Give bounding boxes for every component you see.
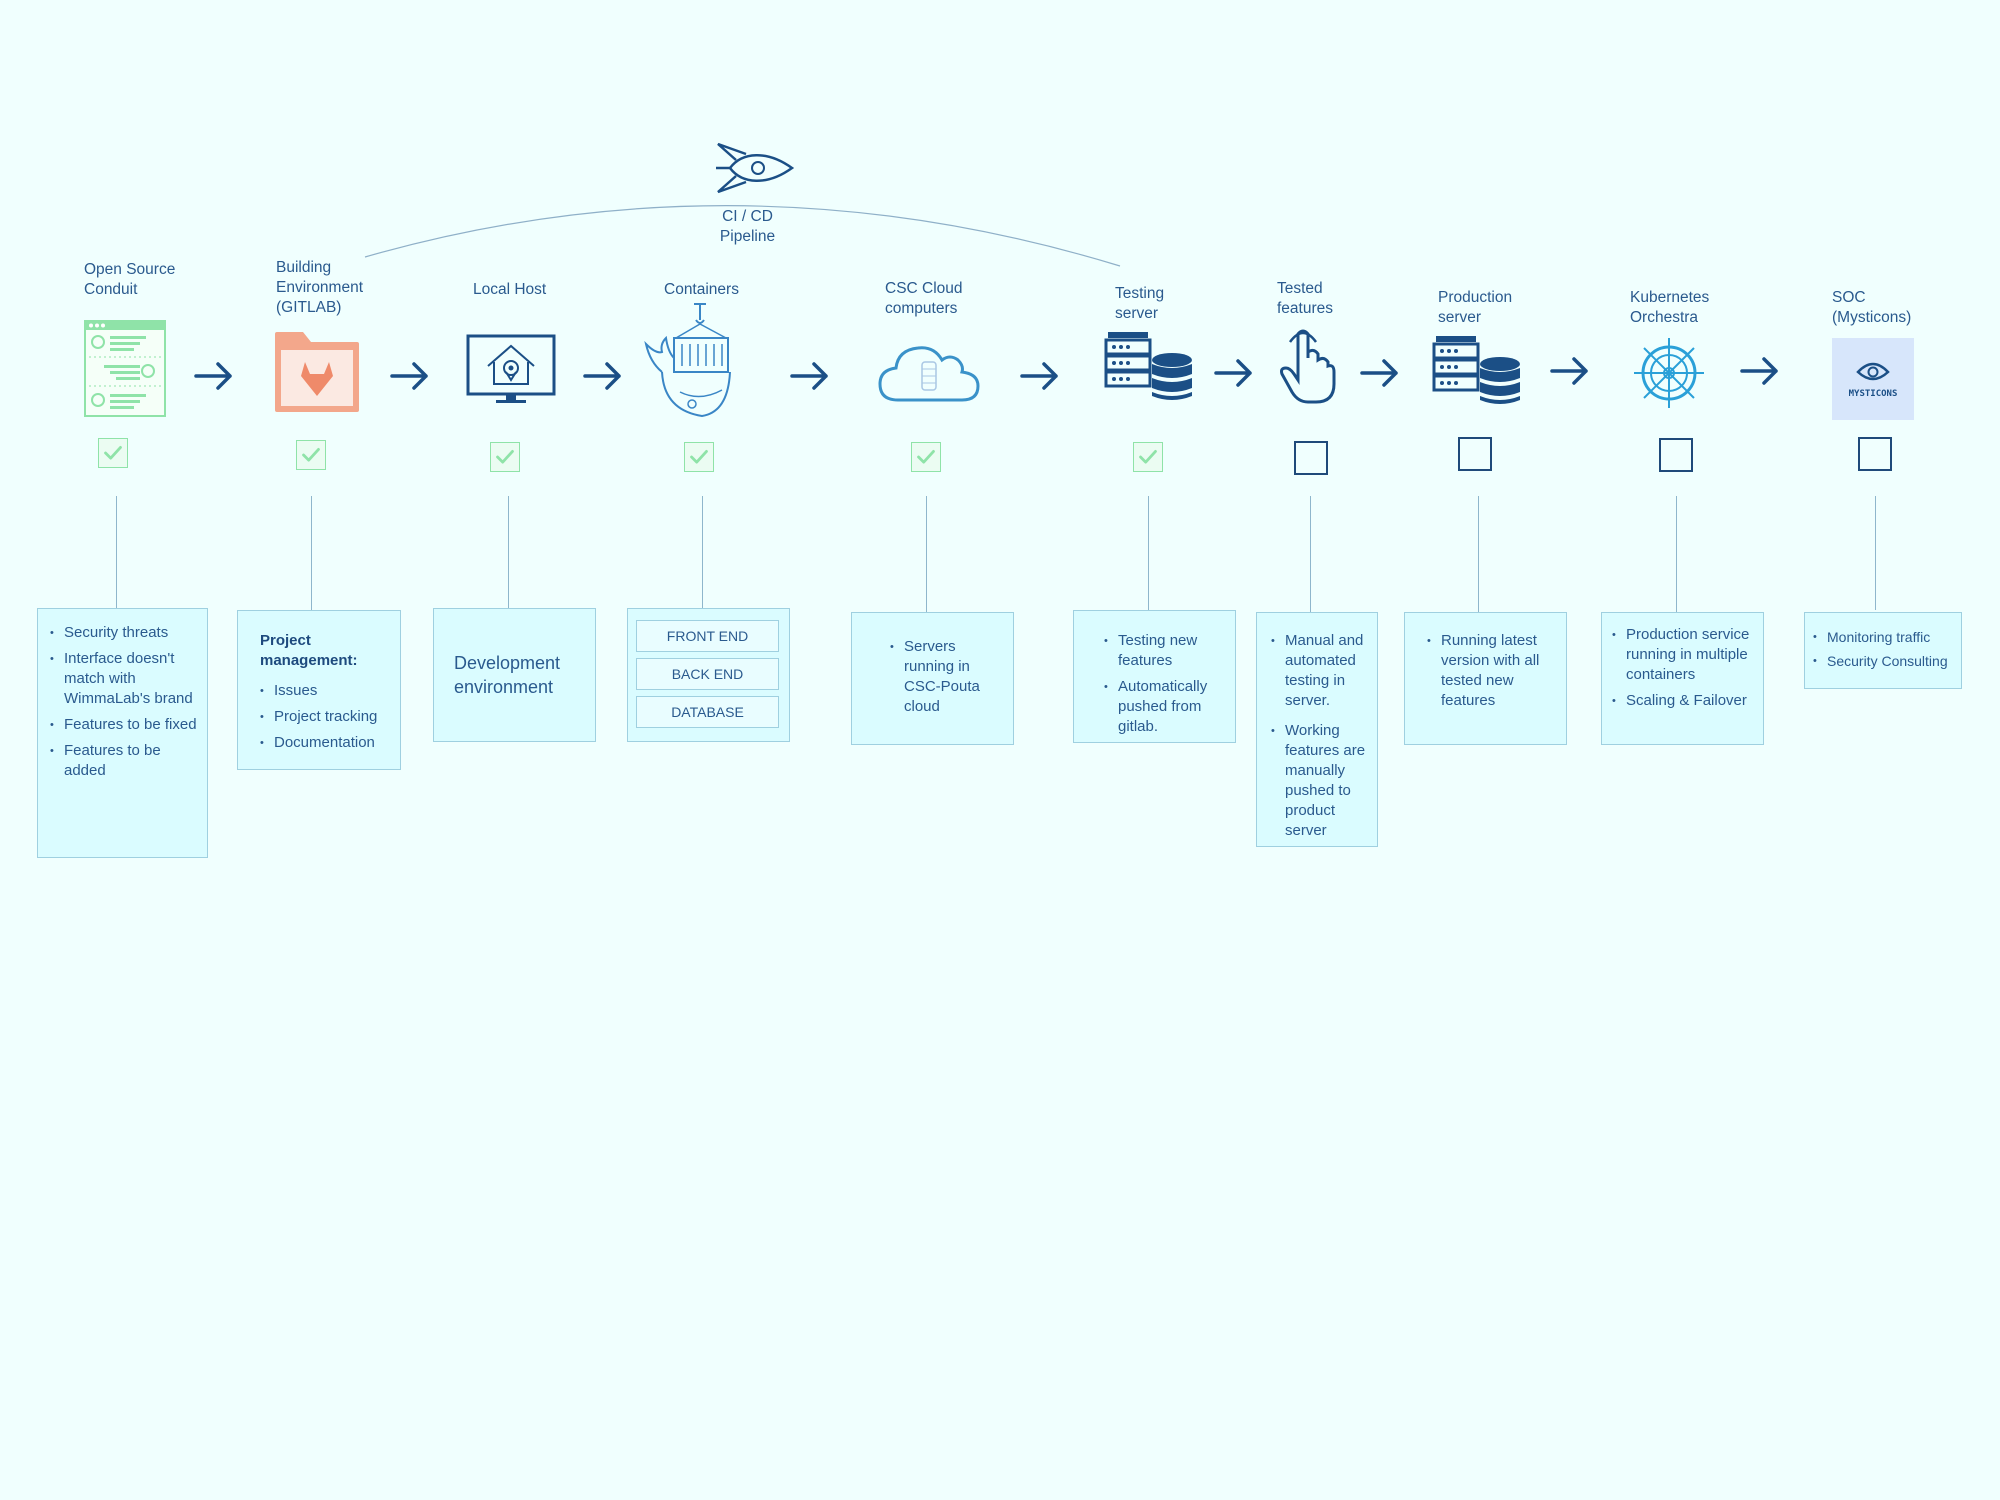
checkmark-icon: [690, 450, 708, 464]
details-heading: Project management:: [260, 632, 358, 669]
checkmark-icon: [104, 446, 122, 460]
production-server-icon: [1432, 336, 1520, 404]
list-item: Issues: [260, 681, 390, 701]
stage-title-production-server: Production server: [1438, 289, 1513, 326]
checkmark-icon: [496, 450, 514, 464]
mysticons-logo: MYSTICONS: [1832, 338, 1914, 420]
connector-line: [702, 496, 703, 608]
details-production-server: Running latest version with all tested n…: [1404, 612, 1567, 745]
connector-line: [1676, 496, 1677, 612]
list-item: Manual and automated testing in server.: [1271, 631, 1371, 711]
server-database-icon: [1104, 332, 1192, 400]
connector-line: [926, 496, 927, 612]
checkbox-kubernetes[interactable]: [1659, 438, 1693, 472]
connector-line: [1478, 496, 1479, 612]
list-item: Documentation: [260, 733, 390, 753]
checkmark-icon: [917, 450, 935, 464]
stage-title-building-environment: Building Environment (GITLAB): [276, 259, 364, 316]
connector-line: [116, 496, 117, 608]
details-tested-features: Manual and automated testing in server. …: [1256, 612, 1378, 847]
list-item: Interface doesn't match with WimmaLab's …: [50, 649, 197, 709]
gitlab-folder-icon: [275, 332, 359, 412]
kubernetes-helm-icon: [1634, 338, 1704, 408]
list-item: Automatically pushed from gitlab.: [1104, 677, 1225, 737]
list-item: Project tracking: [260, 707, 390, 727]
rocket-icon: [716, 142, 794, 194]
details-soc: Monitoring traffic Security Consulting: [1804, 612, 1962, 689]
stage-title-csc-cloud: CSC Cloud computers: [885, 280, 963, 317]
connector-line: [1310, 496, 1311, 612]
checkmark-icon: [302, 448, 320, 462]
details-kubernetes: Production service running in multiple c…: [1601, 612, 1764, 745]
checkbox-soc[interactable]: [1858, 437, 1892, 471]
stage-title-kubernetes: Kubernetes Orchestra: [1630, 289, 1710, 326]
stack-database: DATABASE: [636, 696, 779, 728]
connector-line: [1875, 496, 1876, 610]
checkbox-open-source-conduit[interactable]: [98, 438, 128, 468]
stage-title-tested-features: Tested features: [1277, 280, 1334, 317]
list-item: Scaling & Failover: [1612, 691, 1755, 711]
checkbox-testing-server[interactable]: [1133, 442, 1163, 472]
arrow-right-icon: [790, 362, 828, 390]
details-csc-cloud: Servers running in CSC-Pouta cloud: [851, 612, 1014, 745]
pipeline-arc: [364, 205, 1121, 267]
checkbox-csc-cloud[interactable]: [911, 442, 941, 472]
connector-line: [1148, 496, 1149, 610]
arrow-right-icon: [1020, 362, 1058, 390]
checkmark-icon: [1139, 450, 1157, 464]
list-item: Testing new features: [1104, 631, 1225, 671]
list-item: Features to be added: [50, 741, 197, 781]
details-building-environment: Project management: Issues Project track…: [237, 610, 401, 770]
details-text: Development environment: [454, 653, 561, 697]
checkbox-tested-features[interactable]: [1294, 441, 1328, 475]
arrow-right-icon: [583, 362, 621, 390]
stack-back-end: BACK END: [636, 658, 779, 690]
pipeline-label: CI / CD Pipeline: [719, 208, 776, 245]
hand-pointer-icon: [1280, 329, 1336, 404]
checkbox-building-environment[interactable]: [296, 440, 326, 470]
list-item: Features to be fixed: [50, 715, 197, 735]
checkbox-containers[interactable]: [684, 442, 714, 472]
stack-front-end: FRONT END: [636, 620, 779, 652]
list-item: Working features are manually pushed to …: [1271, 721, 1371, 841]
checkbox-production-server[interactable]: [1458, 437, 1492, 471]
arrow-right-icon: [194, 362, 232, 390]
monitor-home-icon: [466, 334, 556, 403]
list-item: Monitoring traffic: [1813, 627, 1955, 647]
arrow-right-icon: [390, 362, 428, 390]
list-item: Production service running in multiple c…: [1612, 625, 1755, 685]
stage-title-open-source-conduit: Open Source Conduit: [84, 261, 176, 298]
mysticons-logo-text: MYSTICONS: [1848, 389, 1898, 399]
eye-icon: [1856, 362, 1890, 381]
connector-line: [508, 496, 509, 608]
arrow-right-icon: [1740, 357, 1778, 385]
arrow-right-icon: [1550, 357, 1588, 385]
list-item: Servers running in CSC-Pouta cloud: [890, 637, 1003, 717]
docker-whale-container-icon: [644, 303, 731, 418]
list-item: Security threats: [50, 623, 197, 643]
list-item: Security Consulting: [1813, 651, 1955, 671]
stage-title-testing-server: Testing server: [1115, 285, 1165, 322]
arrow-right-icon: [1214, 359, 1252, 387]
connector-line: [311, 496, 312, 610]
stage-title-local-host: Local Host: [473, 281, 547, 298]
cloud-icon: [878, 346, 980, 402]
details-testing-server: Testing new features Automatically pushe…: [1073, 610, 1236, 743]
arrow-right-icon: [1360, 359, 1398, 387]
stage-title-soc: SOC (Mysticons): [1832, 289, 1912, 326]
checkbox-local-host[interactable]: [490, 442, 520, 472]
details-local-host: Development environment: [433, 608, 596, 742]
webpage-icon: [84, 320, 166, 417]
details-open-source-conduit: Security threats Interface doesn't match…: [37, 608, 208, 858]
stage-title-containers: Containers: [664, 281, 739, 298]
list-item: Running latest version with all tested n…: [1427, 631, 1556, 711]
